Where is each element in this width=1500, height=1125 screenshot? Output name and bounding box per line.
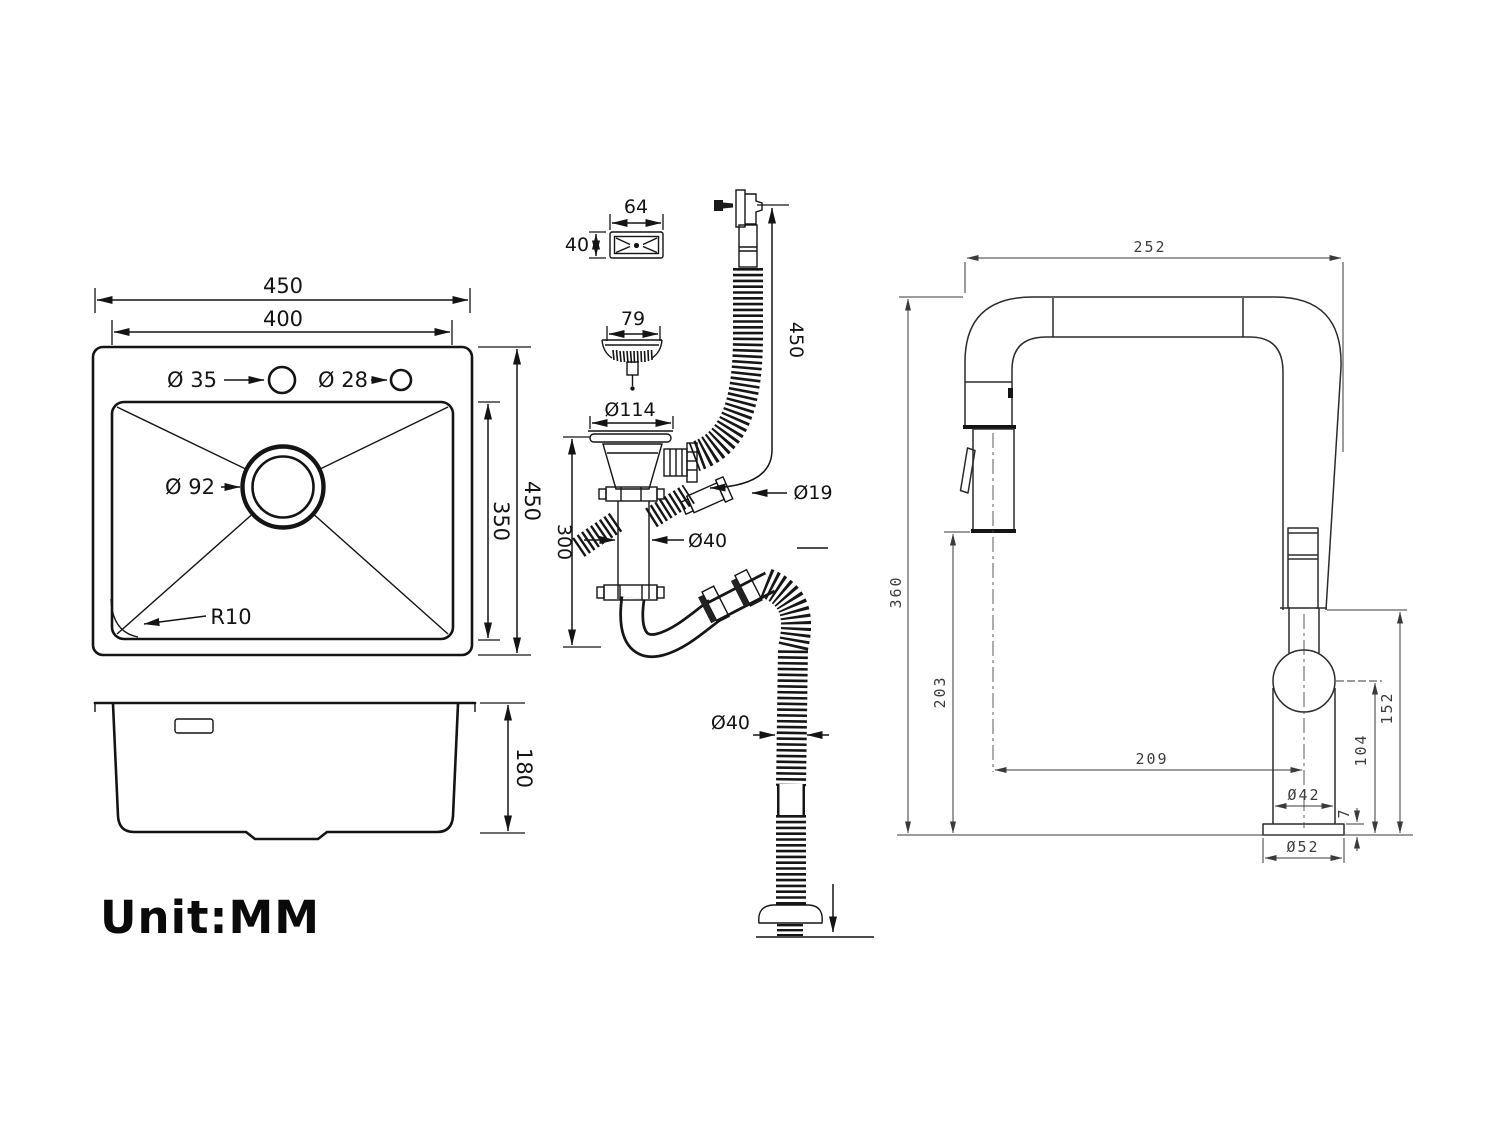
p-trap [619,568,776,659]
dim-outlet-pipe-dia: Ø40 [711,712,750,734]
drain-assembly: 64 40 79 [553,189,874,938]
dim-tube-dia: Ø40 [688,530,727,552]
dim-strainer-width: 79 [621,308,645,330]
spray-lever [959,447,976,494]
drain-flange [588,430,673,490]
dim-hose-length: 450 [785,322,807,358]
unit-label: Unit:MM [100,891,320,944]
overflow-cover [609,231,664,259]
outlet-hose [756,569,874,938]
dim-hole-right: Ø 28 [318,368,368,392]
dim-spread: 209 [1135,750,1168,768]
spout-inner [1011,336,1284,610]
sink-side-view: 180 [93,701,536,841]
dim-corner-radius: R10 [210,605,251,629]
dim-base-plate-height: 7 [1335,807,1353,818]
dim-overflow-width: 64 [624,196,648,218]
sink-top-view: Ø 35 Ø 28 Ø 92 R10 450 400 450 350 [91,274,544,657]
dim-overflow-height: 40 [565,234,589,256]
spray-head [959,425,1016,533]
dim-drain: Ø 92 [165,475,215,499]
dim-inner-height: 350 [489,501,513,541]
spout-outer [964,296,1342,611]
dim-base-dia: Ø52 [1286,838,1319,856]
overflow-slot [174,718,214,734]
dim-body-dia: Ø42 [1287,786,1320,804]
outlet-bell [758,904,823,924]
base-plate [1262,823,1345,836]
dim-depth: 180 [512,748,536,788]
faucet-view: 252 360 203 209 152 104 Ø42 7 Ø52 [887,238,1413,863]
dim-outer-width: 450 [263,274,303,298]
dim-nipple-dia: Ø19 [793,482,832,504]
spray-button [1008,388,1013,398]
dim-handle-height: 152 [1378,691,1396,724]
nipple-19 [679,475,734,516]
corner-radius-arc [110,598,139,638]
dim-outer-height: 450 [520,481,544,521]
dim-hole-left: Ø 35 [167,368,217,392]
drain-opening [240,444,326,530]
dim-joint-height: 104 [1352,733,1370,766]
upper-nut [598,486,665,502]
screw [714,200,733,211]
dim-total-height: 360 [887,575,905,608]
faucet-hole-35 [267,365,297,395]
faucet-hole-28 [389,368,413,392]
overflow-hose [688,189,763,472]
drain-tube [571,484,695,601]
strainer-basket [601,339,663,391]
lower-nut [596,584,665,601]
dim-body-height: 300 [553,524,575,560]
dim-spout-reach: 252 [1133,238,1166,256]
dim-spray-clearance: 203 [931,675,949,708]
dim-inner-width: 400 [263,307,303,331]
sink-outer-outline [91,345,474,657]
sink-side-outline [111,702,460,841]
handle [1287,527,1319,609]
sink-bowl-outline [110,400,455,641]
overflow-hose-cap [735,189,763,228]
dim-flange-dia: Ø114 [604,399,655,421]
tee-connector [663,442,698,483]
